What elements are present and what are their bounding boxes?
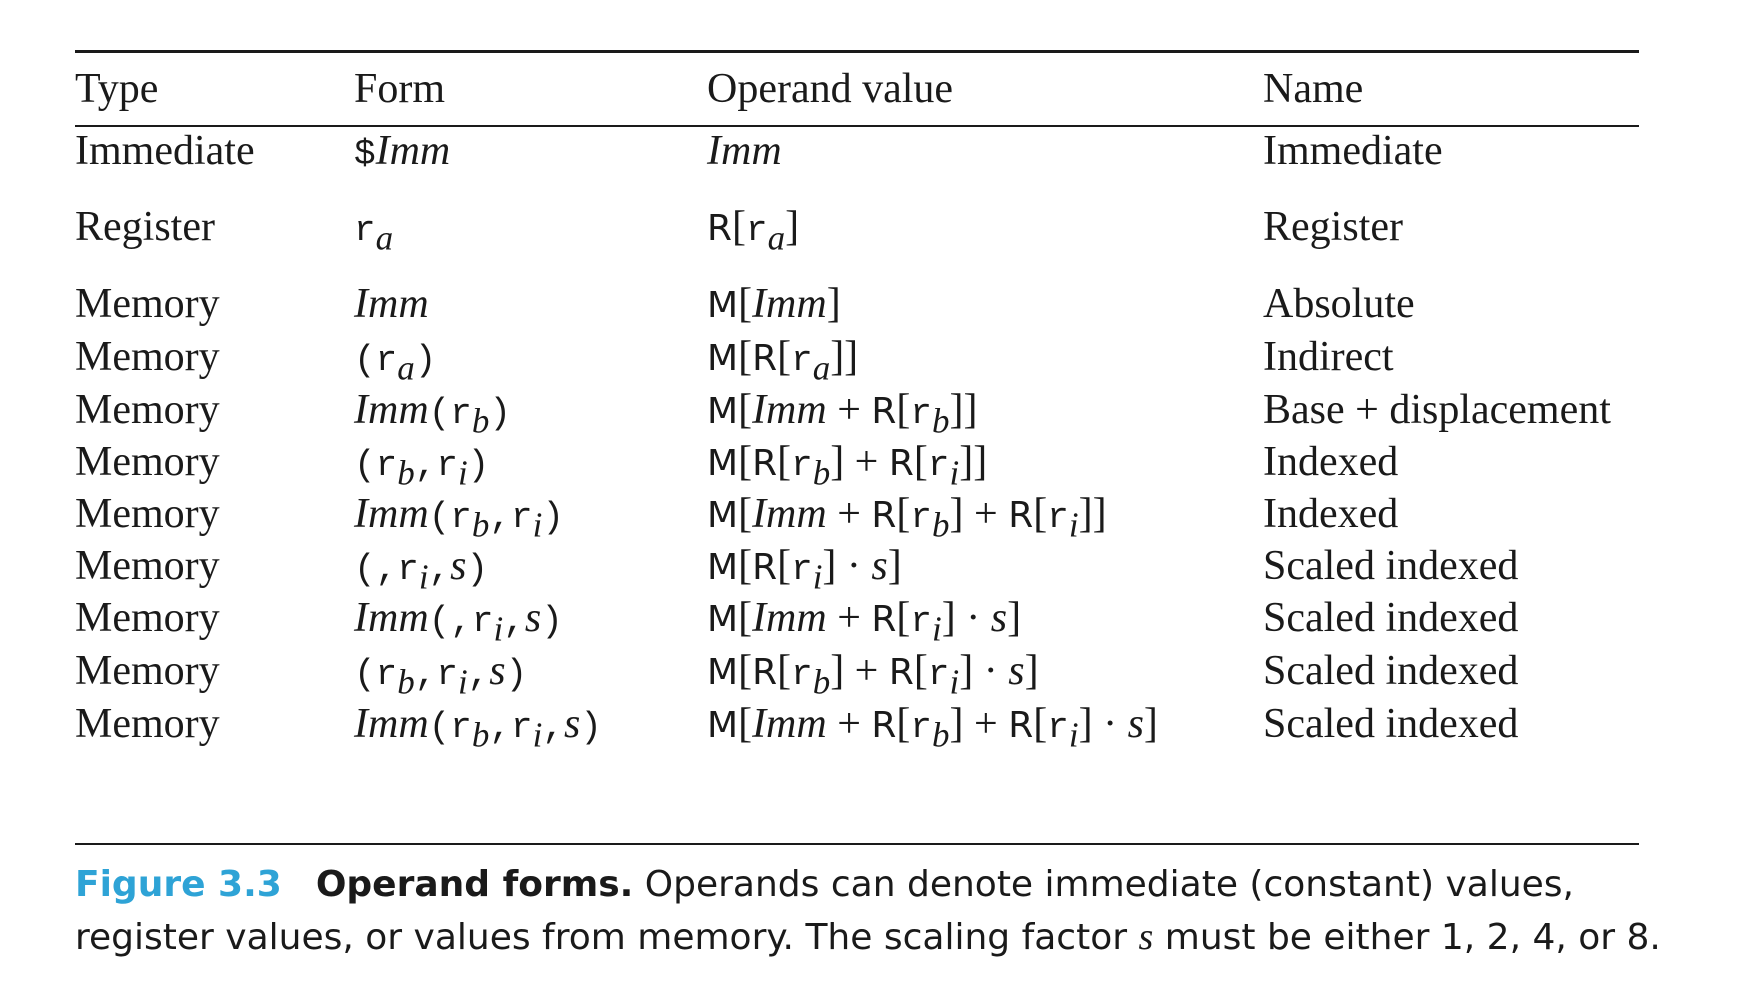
cell-name: Scaled indexed xyxy=(1263,543,1519,589)
header-type: Type xyxy=(75,66,159,112)
figure-caption: Figure 3.3 Operand forms. Operands can de… xyxy=(75,858,1675,964)
cell-type: Memory xyxy=(75,281,220,327)
cell-type: Memory xyxy=(75,701,220,747)
header-operand-value: Operand value xyxy=(707,66,954,112)
cell-operand-value: M[R[ri] · s] xyxy=(707,543,902,597)
cell-form: Imm(rb,ri) xyxy=(354,491,564,545)
cell-form: (ra) xyxy=(354,340,437,388)
cell-type: Register xyxy=(75,204,215,250)
cell-name: Indexed xyxy=(1263,491,1399,537)
table-bottom-rule xyxy=(75,843,1639,845)
cell-operand-value: M[R[rb] + R[ri]] xyxy=(707,439,988,493)
cell-type: Memory xyxy=(75,387,220,433)
cell-form: Imm(rb) xyxy=(354,387,511,441)
cell-type: Memory xyxy=(75,334,220,380)
cell-operand-value: Imm xyxy=(707,128,782,174)
cell-type: Memory xyxy=(75,543,220,589)
cell-name: Base + displacement xyxy=(1263,387,1611,433)
table-top-rule xyxy=(75,50,1639,53)
cell-type: Memory xyxy=(75,439,220,485)
figure-title: Operand forms. xyxy=(315,864,634,905)
cell-operand-value: R[ra] xyxy=(707,204,800,258)
cell-type: Memory xyxy=(75,595,220,641)
cell-type: Memory xyxy=(75,648,220,694)
cell-name: Indirect xyxy=(1263,334,1394,380)
cell-name: Scaled indexed xyxy=(1263,701,1519,747)
cell-name: Scaled indexed xyxy=(1263,595,1519,641)
cell-operand-value: M[Imm + R[ri] · s] xyxy=(707,595,1022,649)
cell-name: Absolute xyxy=(1263,281,1415,327)
cell-form: Imm(,ri,s) xyxy=(354,595,563,649)
table-header-rule xyxy=(75,125,1639,127)
cell-operand-value: M[Imm + R[rb] + R[ri] · s] xyxy=(707,701,1158,755)
cell-operand-value: M[Imm + R[rb] + R[ri]] xyxy=(707,491,1107,545)
cell-operand-value: M[Imm + R[rb]] xyxy=(707,387,978,441)
cell-name: Register xyxy=(1263,204,1403,250)
header-form: Form xyxy=(354,66,446,112)
caption-s-symbol: s xyxy=(1138,916,1154,958)
cell-type: Immediate xyxy=(75,128,255,174)
cell-name: Immediate xyxy=(1263,128,1443,174)
cell-operand-value: M[R[rb] + R[ri] · s] xyxy=(707,648,1039,702)
cell-form: (rb,ri) xyxy=(354,445,490,493)
cell-form: Imm xyxy=(354,281,429,327)
caption-text: Operands can denote immediate (constant)… xyxy=(75,864,1574,958)
cell-form: (rb,ri,s) xyxy=(354,648,528,702)
cell-form: (,ri,s) xyxy=(354,543,489,597)
cell-name: Scaled indexed xyxy=(1263,648,1519,694)
cell-type: Memory xyxy=(75,491,220,537)
cell-operand-value: M[Imm] xyxy=(707,281,841,327)
cell-form: ra xyxy=(354,210,394,258)
cell-form: $Imm xyxy=(354,128,451,175)
figure-label: Figure 3.3 xyxy=(75,864,282,905)
cell-operand-value: M[R[ra]] xyxy=(707,334,859,388)
caption-text-end: must be either 1, 2, 4, or 8. xyxy=(1164,917,1661,958)
header-name: Name xyxy=(1263,66,1364,112)
cell-form: Imm(rb,ri,s) xyxy=(354,701,602,755)
cell-name: Indexed xyxy=(1263,439,1399,485)
